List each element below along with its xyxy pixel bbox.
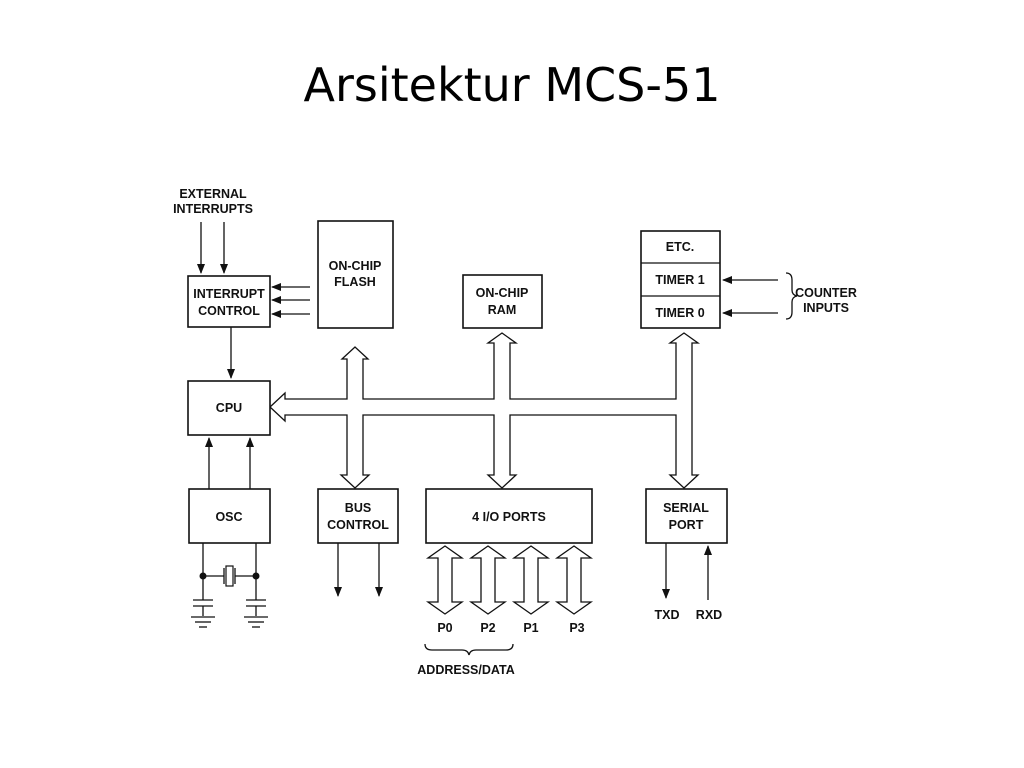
external-interrupts-label-2: INTERRUPTS <box>173 202 253 216</box>
slide-title: Arsitektur MCS-51 <box>303 58 721 112</box>
timer1-label: TIMER 1 <box>655 273 704 287</box>
bus-control-label: BUS <box>345 501 371 515</box>
osc-label: OSC <box>215 510 242 524</box>
external-interrupts-label: EXTERNAL <box>179 187 247 201</box>
etc-label: ETC. <box>666 240 694 254</box>
serial-port-label: SERIAL <box>663 501 709 515</box>
port-p2-label: P2 <box>480 621 495 635</box>
port-p3-arrow <box>554 545 594 615</box>
port-p1-arrow <box>511 545 551 615</box>
on-chip-ram-block <box>462 274 543 329</box>
port-p0-arrow <box>425 545 465 615</box>
crystal-circuit <box>191 543 268 628</box>
interrupt-control-label: INTERRUPT <box>193 287 265 301</box>
counter-inputs-label: COUNTER <box>795 286 857 300</box>
interrupt-control-label-2: CONTROL <box>198 304 260 318</box>
cpu-label: CPU <box>216 401 242 415</box>
cpu-block <box>187 380 271 436</box>
rxd-label: RXD <box>696 608 722 622</box>
timer0-label: TIMER 0 <box>655 306 704 320</box>
bus-control-block <box>317 488 399 544</box>
txd-label: TXD <box>655 608 680 622</box>
timer-block <box>640 230 721 329</box>
port-p2-arrow <box>468 545 508 615</box>
port-p0-label: P0 <box>437 621 452 635</box>
port-p1-label: P1 <box>523 621 538 635</box>
osc-block <box>188 488 271 544</box>
port-p3-label: P3 <box>569 621 584 635</box>
internal-bus <box>269 332 701 489</box>
flash-label-2: FLASH <box>334 275 376 289</box>
address-data-label: ADDRESS/DATA <box>417 663 514 677</box>
interrupt-control-block <box>187 275 271 328</box>
ram-label-2: RAM <box>488 303 516 317</box>
ram-label: ON-CHIP <box>476 286 529 300</box>
counter-inputs-label-2: INPUTS <box>803 301 849 315</box>
serial-port-block <box>645 488 728 544</box>
io-ports-label: 4 I/O PORTS <box>472 510 546 524</box>
on-chip-flash-block <box>317 220 394 329</box>
io-ports-block <box>425 488 593 544</box>
serial-port-label-2: PORT <box>669 518 704 532</box>
bus-control-label-2: CONTROL <box>327 518 389 532</box>
flash-label: ON-CHIP <box>329 259 382 273</box>
